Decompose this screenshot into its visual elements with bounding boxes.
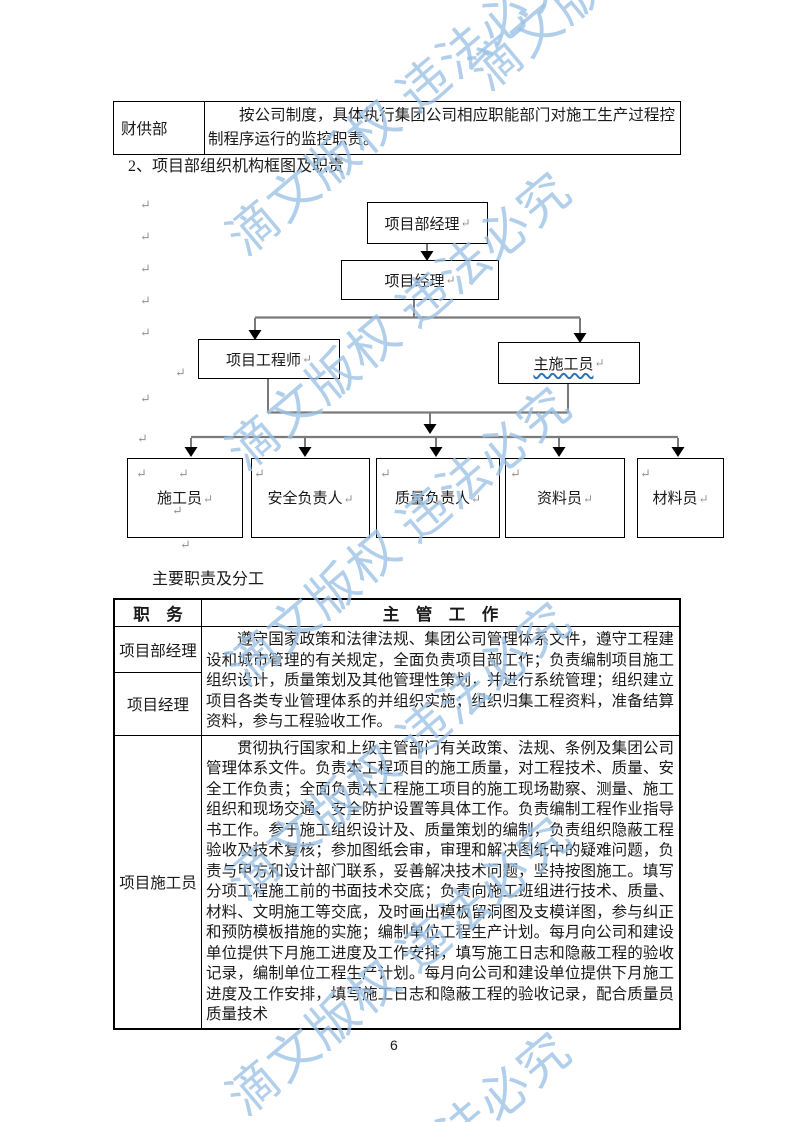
duty-cell: 遵守国家政策和法律法规、集团公司管理体系文件，遵守工程建设和城市管理的有关规定，… bbox=[201, 626, 681, 736]
duty-text: 遵守国家政策和法律法规、集团公司管理体系文件，遵守工程建设和城市管理的有关规定，… bbox=[206, 631, 674, 730]
org-node-material-clerk: 材料员↵ bbox=[637, 458, 724, 538]
duty-table-header-row: 职 务 主 管 工 作 bbox=[113, 598, 681, 627]
duty-cell: 贯彻执行国家和上级主管部门有关政策、法规、条例及集团公司管理体系文件。负责本工程… bbox=[201, 734, 681, 1029]
org-node-project-manager: 项目经理↵ bbox=[341, 260, 499, 300]
paragraph-mark-icon: ↵ bbox=[582, 492, 594, 506]
department-duty-cell: 按公司制度，具体执行集团公司相应职能部门对施工生产过程控制程序运行的监控职责。 bbox=[204, 101, 681, 155]
position-cell: 项目施工员 bbox=[113, 734, 202, 1029]
paragraph-mark-icon: ↵ bbox=[140, 229, 151, 244]
org-node-quality-officer: 质量负责人↵ bbox=[376, 458, 500, 538]
duty-table: 职 务 主 管 工 作 项目部经理 遵守国家政策和法律法规、集团公司管理体系文件… bbox=[113, 598, 681, 1030]
paragraph-mark-icon: ↵ bbox=[254, 466, 265, 481]
paragraph-mark-icon: ↵ bbox=[510, 466, 521, 481]
department-duty-table: 财供部 按公司制度，具体执行集团公司相应职能部门对施工生产过程控制程序运行的监控… bbox=[113, 101, 681, 155]
table-row: 财供部 按公司制度，具体执行集团公司相应职能部门对施工生产过程控制程序运行的监控… bbox=[113, 101, 681, 155]
org-node-safety-officer: 安全负责人↵ bbox=[251, 458, 370, 538]
duty-table-header-duty: 主 管 工 作 bbox=[201, 598, 681, 627]
paragraph-mark-icon: ↵ bbox=[445, 272, 456, 287]
arrow-heads bbox=[184, 251, 685, 457]
paragraph-mark-icon: ↵ bbox=[140, 293, 151, 308]
org-chart: 项目部经理↵ 项目经理↵ 项目工程师 ↵ 主施工员↵ 施工员↵ 安全负责人↵ 质… bbox=[0, 185, 793, 563]
page-number: 6 bbox=[390, 1037, 398, 1053]
org-node-project-engineer: 项目工程师 ↵ bbox=[198, 339, 340, 379]
paragraph-mark-icon: ↵ bbox=[202, 492, 214, 506]
paragraph-mark-icon: ↵ bbox=[343, 492, 354, 506]
paragraph-mark-icon: ↵ bbox=[640, 466, 651, 481]
org-chart-connectors bbox=[184, 242, 685, 457]
table-row: 项目经理 bbox=[113, 672, 680, 736]
paragraph-mark-icon: ↵ bbox=[460, 215, 471, 230]
paragraph-mark-icon: ↵ bbox=[136, 466, 147, 481]
duty-text: 贯彻执行国家和上级主管部门有关政策、法规、条例及集团公司管理体系文件。负责本工程… bbox=[206, 739, 674, 1024]
org-node-label: 资料员 bbox=[536, 491, 582, 507]
paragraph-mark-icon: ↵ bbox=[140, 391, 151, 406]
org-node-label: 项目部经理 bbox=[384, 216, 460, 233]
paragraph-mark-icon: ↵ bbox=[140, 261, 151, 276]
paragraph-mark-icon: ↵ bbox=[594, 355, 605, 370]
org-node-chief-constructor: 主施工员↵ bbox=[498, 342, 640, 384]
org-node-label: 材料员 bbox=[652, 491, 698, 507]
org-node-label: 项目工程师 bbox=[225, 352, 301, 369]
paragraph-mark-icon: ↵ bbox=[178, 466, 189, 481]
paragraph-mark-icon: ↵ bbox=[380, 466, 391, 481]
org-node-label: 施工员 bbox=[156, 491, 202, 507]
org-node-project-dept-manager: 项目部经理↵ bbox=[367, 202, 488, 244]
section-heading: 2、项目部组织机构框图及职责 bbox=[128, 158, 345, 175]
paragraph-mark-icon: ↵ bbox=[137, 431, 148, 446]
org-node-label: 主施工员 bbox=[533, 356, 594, 373]
org-node-label: 质量负责人 bbox=[394, 491, 470, 507]
sub-heading: 主要职责及分工 bbox=[152, 571, 265, 588]
paragraph-mark-icon: ↵ bbox=[140, 325, 151, 340]
department-duty-text: 按公司制度，具体执行集团公司相应职能部门对施工生产过程控制程序运行的监控职责。 bbox=[208, 107, 675, 148]
duty-table-header-position: 职 务 bbox=[113, 598, 202, 627]
connector-vertical-lines bbox=[190, 242, 679, 448]
org-node-constructor: 施工员↵ bbox=[127, 458, 243, 538]
paragraph-mark-icon: ↵ bbox=[172, 503, 183, 518]
department-name-cell: 财供部 bbox=[113, 101, 205, 155]
connector-horizontal-lines bbox=[191, 316, 678, 439]
paragraph-mark-icon: ↵ bbox=[698, 492, 709, 506]
table-row: 项目部经理 遵守国家政策和法律法规、集团公司管理体系文件，遵守工程建设和城市管理… bbox=[113, 625, 681, 736]
paragraph-mark-icon: ↵ bbox=[180, 537, 191, 552]
table-row: 项目施工员 贯彻执行国家和上级主管部门有关政策、法规、条例及集团公司管理体系文件… bbox=[113, 734, 681, 1029]
paragraph-mark-icon: ↵ bbox=[140, 197, 151, 212]
position-cell: 项目部经理 bbox=[113, 625, 202, 674]
org-node-document-clerk: 资料员↵ bbox=[505, 458, 625, 538]
paragraph-mark-icon: ↵ bbox=[175, 365, 186, 380]
org-node-label: 项目经理 bbox=[384, 273, 445, 290]
position-cell: 项目经理 bbox=[113, 672, 202, 736]
paragraph-mark-icon: ↵ bbox=[301, 351, 313, 366]
paragraph-mark-icon: ↵ bbox=[470, 492, 482, 506]
org-node-label: 安全负责人 bbox=[267, 491, 343, 507]
